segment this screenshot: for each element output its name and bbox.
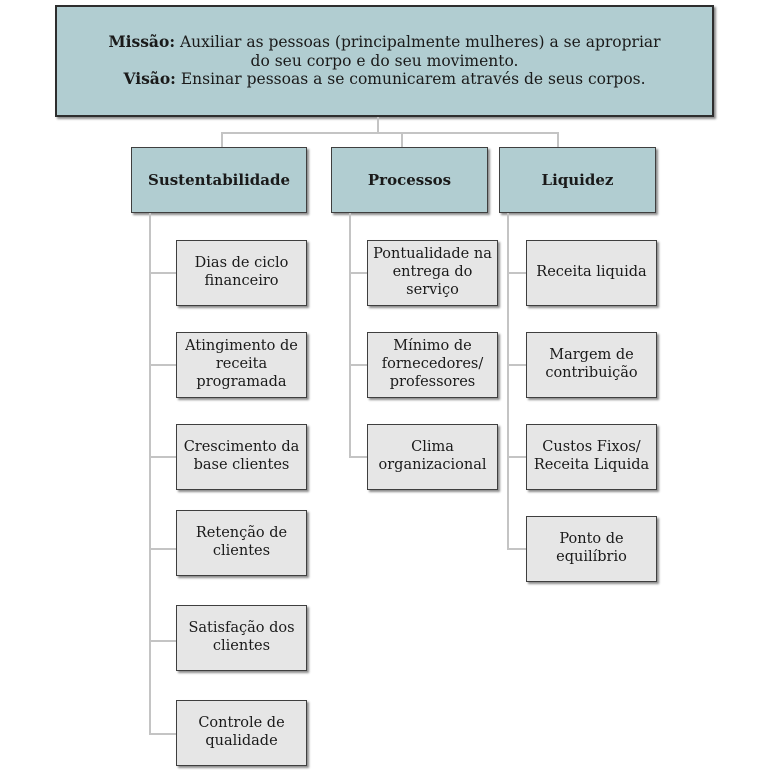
mission-vision-text: Missão: Auxiliar as pessoas (principalme…: [108, 31, 661, 90]
category-box-liquidez: Liquidez: [499, 147, 656, 213]
connector-branch: [149, 548, 176, 550]
item-label: Clima organizacional: [378, 439, 487, 473]
mission-line-1: Missão: Auxiliar as pessoas (principalme…: [108, 31, 661, 52]
connector-spine-liquidez: [507, 213, 509, 550]
item-box: Receita liquida: [526, 240, 657, 306]
connector-branch: [149, 364, 176, 366]
item-label: Receita liquida: [536, 264, 647, 281]
item-box: Atingimento de receita programada: [176, 332, 307, 398]
item-box: Satisfação dos clientes: [176, 605, 307, 671]
connector-spine-processos: [349, 213, 351, 458]
item-label: Ponto de equilíbrio: [556, 531, 627, 565]
item-box: Custos Fixos/ Receita Liquida: [526, 424, 657, 490]
item-label: Mínimo de fornecedores/ professores: [381, 338, 484, 390]
connector-spine-sustentabilidade: [149, 213, 151, 735]
connector-branch: [507, 456, 526, 458]
connector-branch: [349, 364, 367, 366]
vision-line: Visão: Ensinar pessoas a se comunicarem …: [108, 69, 660, 89]
connector-branch: [149, 640, 176, 642]
item-box: Controle de qualidade: [176, 700, 307, 766]
item-label: Pontualidade na entrega do serviço: [373, 246, 492, 298]
item-label: Satisfação dos clientes: [188, 620, 295, 654]
item-box: Dias de ciclo financeiro: [176, 240, 307, 306]
item-label: Margem de contribuição: [545, 347, 638, 381]
item-box: Mínimo de fornecedores/ professores: [367, 332, 498, 398]
connector-branch: [349, 272, 367, 274]
item-label: Controle de qualidade: [198, 715, 285, 749]
connector-branch: [349, 456, 367, 458]
item-box: Retenção de clientes: [176, 510, 307, 576]
item-box: Margem de contribuição: [526, 332, 657, 398]
category-box-sustentabilidade: Sustentabilidade: [131, 147, 307, 213]
item-label: Retenção de clientes: [195, 525, 288, 559]
connector-branch: [507, 548, 526, 550]
item-label: Dias de ciclo financeiro: [194, 255, 289, 289]
item-box: Clima organizacional: [367, 424, 498, 490]
category-box-processos: Processos: [331, 147, 488, 213]
connector-branch: [149, 272, 176, 274]
mission-text-1: Auxiliar as pessoas (principalmente mulh…: [175, 32, 661, 51]
item-box: Crescimento da base clientes: [176, 424, 307, 490]
connector-drop-sustentabilidade: [221, 132, 223, 147]
connector-branch: [507, 272, 526, 274]
item-label: Crescimento da base clientes: [183, 439, 300, 473]
vision-label: Visão:: [123, 69, 176, 89]
connector-branch: [149, 456, 176, 458]
connector-top-bar: [221, 132, 559, 134]
item-label: Custos Fixos/ Receita Liquida: [533, 439, 650, 473]
connector-branch: [149, 733, 176, 735]
mission-vision-box: Missão: Auxiliar as pessoas (principalme…: [55, 5, 714, 117]
connector-drop-liquidez: [557, 132, 559, 147]
connector-branch: [507, 364, 526, 366]
vision-text: Ensinar pessoas a se comunicarem através…: [175, 70, 646, 89]
mission-line-2: do seu corpo e do seu movimento.: [250, 51, 519, 70]
item-label: Atingimento de receita programada: [185, 338, 298, 390]
connector-top-stem: [377, 117, 379, 134]
item-box: Ponto de equilíbrio: [526, 516, 657, 582]
category-label-liquidez: Liquidez: [541, 170, 614, 189]
mission-label: Missão:: [108, 31, 176, 51]
connector-drop-processos: [401, 132, 403, 147]
category-label-sustentabilidade: Sustentabilidade: [147, 170, 291, 189]
item-box: Pontualidade na entrega do serviço: [367, 240, 498, 306]
category-label-processos: Processos: [367, 170, 452, 189]
